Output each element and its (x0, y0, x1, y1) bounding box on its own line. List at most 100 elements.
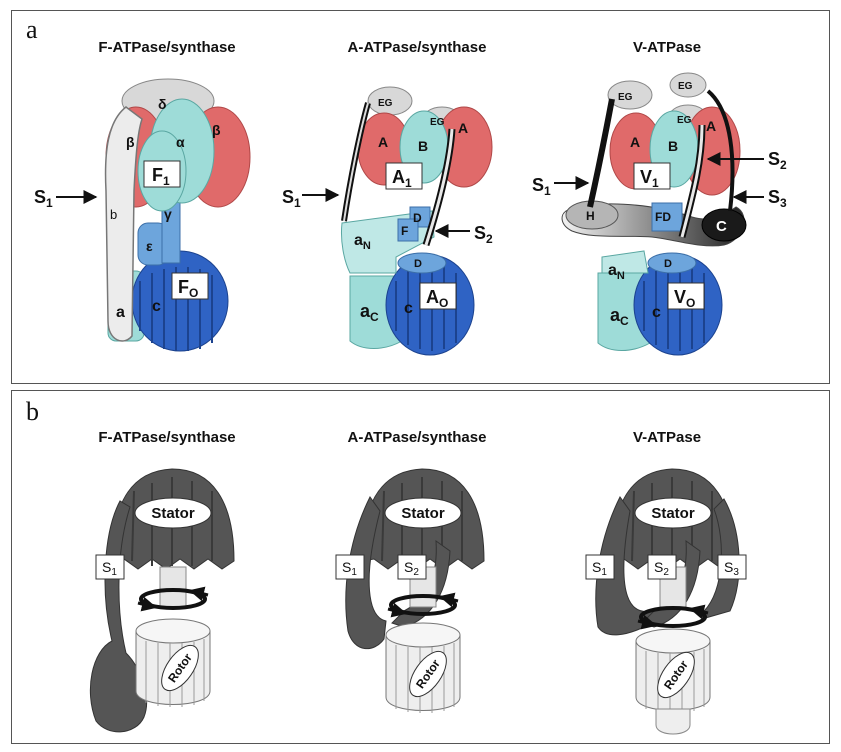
a-ao-label: AO (426, 287, 448, 310)
a-d-ring (397, 252, 447, 274)
a-atpase-structure (302, 86, 493, 356)
f-fo-label: FO (178, 277, 198, 300)
f-peripheral-stalk (89, 500, 148, 733)
a-a-right-label: A (458, 120, 468, 136)
b-v-s2-label: S2 (654, 559, 669, 578)
b-f-s1-box (95, 554, 125, 580)
v-b-label: B (668, 138, 678, 154)
a-an-label: aN (354, 232, 371, 252)
b-a-s1-box (335, 554, 365, 580)
f-delta-label: δ (158, 96, 167, 112)
v-eg1-label: EG (618, 92, 633, 103)
v-atpase-structure (554, 72, 764, 356)
f-alpha-label: α (176, 134, 185, 150)
v-an-label: aN (608, 262, 625, 282)
b-v-s1-box (585, 554, 615, 580)
a-c-label: c (404, 300, 413, 317)
a-ac-label: aC (360, 301, 379, 324)
v-v1-box (633, 162, 671, 190)
v-a-left-label: A (630, 134, 640, 150)
a-b-label: B (418, 138, 428, 154)
v-s2-label: S2 (768, 149, 787, 172)
f-c-label: c (152, 298, 161, 315)
a-f-label: F (401, 224, 408, 238)
f-beta-right-label: β (212, 122, 221, 138)
b-v-s2-box (647, 554, 677, 580)
f-fo-box (171, 272, 209, 300)
b-v-s3-box (717, 554, 747, 580)
v-an-subunit (601, 250, 649, 274)
v-eg2-label: EG (678, 81, 693, 92)
b-v-s3-label: S3 (724, 559, 739, 578)
v-c-subunit (701, 208, 747, 242)
v-eg1 (607, 80, 653, 110)
panel-b-diagram: Stator Stator Stator Rotor Rotor Rotor (89, 468, 747, 735)
f-stator-label: Stator (151, 505, 195, 522)
f-b-label: b (110, 207, 117, 222)
a-s1-label: S1 (282, 187, 301, 210)
a-a1-label: A1 (392, 167, 412, 190)
a-rotor-oval (409, 650, 447, 698)
v-vo-label: VO (674, 287, 695, 310)
v-v1-label: V1 (640, 167, 659, 190)
f-beta-left-label: β (126, 134, 135, 150)
v-h-label: H (586, 209, 595, 223)
f-stator-oval (134, 497, 212, 529)
title-b-v-atpase: V-ATPase (632, 429, 702, 446)
v-ac-label: aC (610, 305, 629, 328)
b-a-s2-label: S2 (404, 559, 419, 578)
v-d-ring-label: D (664, 258, 672, 270)
panel-a-letter: a (26, 15, 38, 44)
b-f-s1-label: S1 (102, 559, 117, 578)
title-b-a-atpase: A-ATPase/synthase (347, 429, 487, 446)
v-c-ring-label: c (652, 304, 661, 321)
a-d-ring-label: D (414, 258, 422, 270)
a-stator-oval (384, 497, 462, 529)
v-s1-label: S1 (532, 175, 551, 198)
v-c-label: C (716, 218, 727, 235)
a-s2-label: S2 (474, 223, 493, 246)
panel-a: a F-ATPase/synthase A-ATPase/synthase V-… (11, 10, 830, 384)
a-eg2-label: EG (430, 117, 445, 128)
b-a-s1-label: S1 (342, 559, 357, 578)
f-gamma-label: γ (164, 206, 172, 222)
title-f-atpase: F-ATPase/synthase (98, 39, 236, 56)
v-eg3-label: EG (677, 115, 692, 126)
v-d-ring (647, 252, 697, 274)
a-stator-label: Stator (401, 505, 445, 522)
v-stator-label: Stator (651, 505, 695, 522)
a-a1-box (385, 162, 423, 190)
a-d-label: D (413, 211, 422, 225)
a-a-left-label: A (378, 134, 388, 150)
v-fd-subunit (651, 202, 683, 232)
v-eg2 (669, 72, 707, 98)
f-f1-label: F1 (152, 165, 170, 188)
v-a-right-label: A (706, 118, 716, 134)
v-vo-box (667, 282, 705, 310)
v-stator-oval (634, 497, 712, 529)
v-s1-stalk (587, 98, 615, 208)
title-a-atpase: A-ATPase/synthase (347, 39, 487, 56)
f-b-stalk (104, 106, 143, 342)
v-rotor-oval (657, 651, 695, 699)
f-epsilon-label: ε (146, 238, 153, 254)
panel-b: b F-ATPase/synthase A-ATPase/synthase V-… (11, 390, 830, 744)
b-a-s2-box (397, 554, 427, 580)
f-s1-label: S1 (34, 187, 53, 210)
v-rotor-cap (655, 708, 691, 735)
v-fd-label: FD (655, 210, 671, 224)
a-ao-box (419, 282, 457, 310)
f-central-shaft (159, 566, 187, 608)
v-s3-label: S3 (768, 187, 787, 210)
f-c-ring (131, 250, 229, 352)
f-atpase-structure (56, 78, 251, 352)
a-f-subunit (397, 218, 419, 242)
panel-b-letter: b (26, 397, 39, 426)
f-rotor-oval (161, 644, 199, 692)
f-a-label: a (116, 304, 125, 321)
f-f1-box (143, 160, 181, 188)
a-eg1-label: EG (378, 98, 393, 109)
b-v-s1-label: S1 (592, 559, 607, 578)
title-b-f-atpase: F-ATPase/synthase (98, 429, 236, 446)
title-v-atpase: V-ATPase (632, 39, 702, 56)
